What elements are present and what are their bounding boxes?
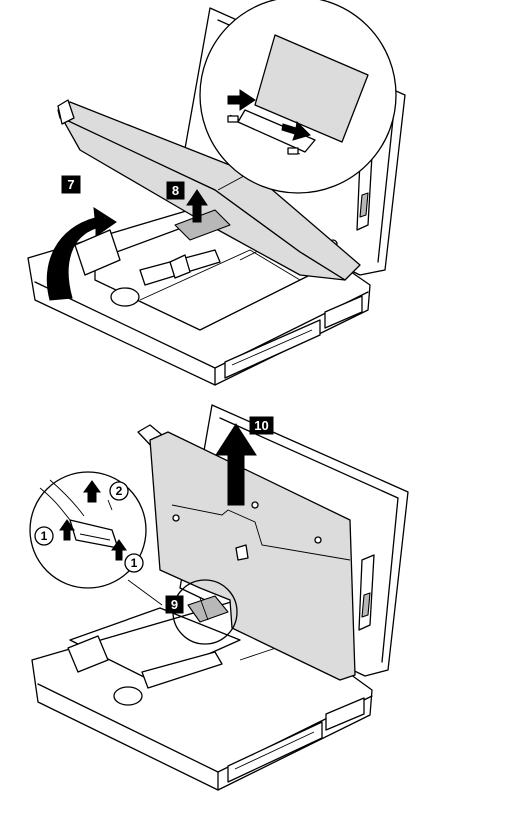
zoom-up-arrow-1a xyxy=(59,519,75,541)
zoom-cable-1 xyxy=(39,487,71,521)
step-8-badge xyxy=(166,181,185,200)
left-hinge-block xyxy=(74,229,121,276)
zoom-arrow-right xyxy=(281,120,311,141)
zoom-socket-left xyxy=(227,115,239,123)
display-latch-grip xyxy=(359,192,369,218)
bottom-laptop-figure: 1 2 1 10 9 xyxy=(29,404,409,791)
lift-arrow-7 xyxy=(46,207,117,301)
zoom-socket-right xyxy=(287,147,299,155)
callout-1-left-label: 1 xyxy=(41,529,48,543)
step-9-badge xyxy=(165,595,184,614)
callout-2 xyxy=(109,481,129,501)
bezel-screw-3 xyxy=(314,536,322,544)
left-hinge-block-2 xyxy=(67,635,109,673)
step-10-badge xyxy=(249,416,274,435)
zoom-up-arrow-2 xyxy=(83,480,101,503)
callout-2-leader xyxy=(107,499,113,511)
bezel-rib xyxy=(171,504,351,561)
bezel-standoff xyxy=(235,544,249,561)
bezel-connector-2 xyxy=(187,595,229,623)
step-8-label: 8 xyxy=(172,183,179,198)
drive-slot xyxy=(231,329,313,366)
front-drive-bay xyxy=(224,319,321,379)
keyboard-bezel-raised xyxy=(149,431,356,681)
up-arrow-10 xyxy=(215,423,257,506)
step-9-label: 9 xyxy=(171,597,178,612)
display-latch-grip-2 xyxy=(361,592,371,618)
zoom-up-arrow-1b xyxy=(111,539,127,561)
front-drive-bay-2 xyxy=(227,721,323,783)
up-arrow-8 xyxy=(186,189,208,223)
bezel-screw-1 xyxy=(172,514,180,522)
zoom-cable-2 xyxy=(49,479,85,517)
internal-tray-2 xyxy=(69,607,241,681)
bezel-end-cap xyxy=(57,99,75,125)
drive-slot-2 xyxy=(234,731,315,770)
front-port-panel xyxy=(324,295,363,329)
bezel-screw-2 xyxy=(251,501,259,509)
display-bezel-line-2 xyxy=(219,417,399,663)
zoom-leader-line-2 xyxy=(127,579,163,606)
left-pivot-2 xyxy=(113,686,143,706)
bezel-connector xyxy=(174,209,231,241)
step-10-label: 10 xyxy=(254,418,268,433)
front-port-panel-2 xyxy=(325,697,365,731)
step-7-label: 7 xyxy=(67,177,74,192)
step-7-badge xyxy=(61,175,81,194)
left-pivot xyxy=(110,287,140,307)
zoom-connector-slot xyxy=(79,533,111,541)
callout-1-left xyxy=(34,526,54,546)
top-laptop-figure: 7 8 xyxy=(27,0,406,386)
callout-1-right xyxy=(124,553,144,573)
callout-1-right-label: 1 xyxy=(131,556,138,570)
cable-channel-2 xyxy=(141,651,223,689)
zoom-arrow-left xyxy=(227,89,256,111)
callout-2-label: 2 xyxy=(116,484,123,498)
tray-detail xyxy=(139,249,301,301)
zoom-connector-panel xyxy=(254,34,369,143)
cable-clip xyxy=(169,254,191,279)
connector-pin xyxy=(199,597,209,621)
